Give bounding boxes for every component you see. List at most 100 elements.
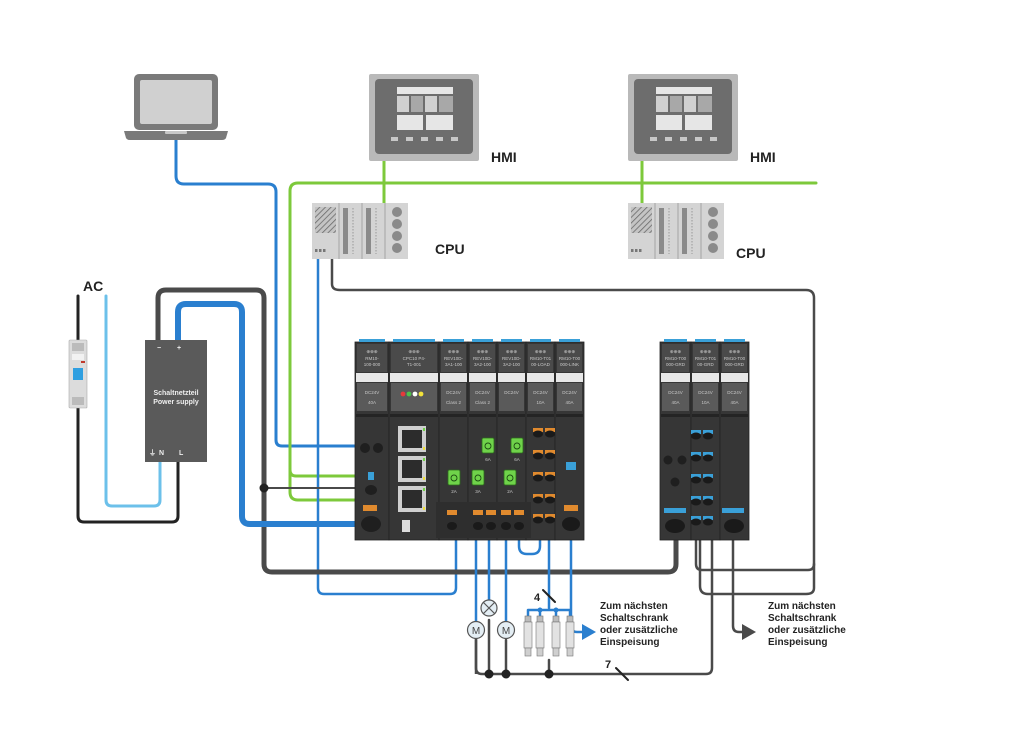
- channel-rating: 6A: [514, 457, 520, 462]
- cpu-unit-1[interactable]: [312, 203, 408, 259]
- connector: [564, 505, 578, 511]
- terminal: [514, 522, 524, 530]
- module-rating: Class 2: [446, 400, 462, 405]
- channel-power-button[interactable]: 6A: [510, 437, 524, 462]
- psu-minus-cable: [155, 287, 679, 575]
- connector: [447, 510, 457, 515]
- module-brand: ⊕⊕⊕: [408, 349, 420, 354]
- module-model: 3A1-100: [445, 362, 463, 367]
- module-rating: DC24V: [533, 390, 548, 395]
- proximity-sensor-icon[interactable]: [565, 615, 575, 657]
- module-model: REV10D-: [473, 356, 493, 361]
- module-model: 000-GRD: [725, 362, 745, 367]
- module-rating: 40A: [730, 400, 738, 405]
- bus-clip: [472, 339, 493, 342]
- cables: [76, 138, 818, 681]
- circuit-breaker[interactable]: [68, 339, 88, 409]
- lamp-icon[interactable]: [480, 599, 498, 617]
- cpu-label-2: CPU: [736, 245, 766, 261]
- channel-power-button[interactable]: 3A: [471, 469, 485, 494]
- module-model: 100-000: [364, 362, 381, 367]
- profinet-bus-cable-2: [288, 468, 422, 502]
- terminal: [691, 476, 701, 484]
- terminal: [545, 430, 555, 438]
- io-module-rack-expansion: ⊕⊕⊕RM10-T00000-GRDDC24V40A⊕⊕⊕RM10-T0100-…: [659, 339, 750, 541]
- connector: [703, 452, 713, 456]
- terminal: [691, 498, 701, 506]
- connector: [545, 514, 555, 518]
- psu-terminal-n: N: [159, 450, 164, 457]
- module-rating: DC24V: [446, 390, 461, 395]
- bus-clip: [530, 339, 551, 342]
- laptop-ethernet-cable: [174, 138, 422, 448]
- proximity-sensor-icon[interactable]: [523, 615, 533, 657]
- module-rating: 40A: [565, 400, 573, 405]
- module-model: REV10D-: [502, 356, 522, 361]
- power-supply[interactable]: − + Schaltnetzteil Power supply ⏚ N L: [145, 340, 207, 462]
- note-1-line-4: Einspeisung: [600, 637, 659, 648]
- connector: [691, 474, 701, 478]
- psu-label-line2: Power supply: [153, 399, 199, 406]
- rj45-port[interactable]: [398, 486, 426, 512]
- connector: [368, 472, 374, 480]
- bus-clip: [393, 339, 435, 342]
- module-rating: DC24V: [727, 390, 742, 395]
- channel-power-button[interactable]: 2A: [447, 469, 461, 494]
- module-model: T1-001: [407, 362, 422, 367]
- next-cabinet-note-1: Zum nächsten Schaltschrank oder zusätzli…: [600, 601, 678, 648]
- rj45-port[interactable]: [398, 426, 426, 452]
- channel-power-button[interactable]: 6A: [481, 437, 495, 462]
- laptop-icon[interactable]: [124, 74, 228, 140]
- module-model: 3A2-100: [503, 362, 521, 367]
- sensor-branch: [526, 608, 572, 620]
- hmi-label-1: HMI: [491, 149, 517, 165]
- bus-clip: [443, 339, 464, 342]
- ac-neutral-cable: [104, 294, 162, 508]
- module-model: RM10-T00: [724, 356, 746, 361]
- connector: [533, 472, 543, 476]
- module-model: RM10-T01: [695, 356, 717, 361]
- channel-power-button[interactable]: 2A: [503, 469, 517, 494]
- motor-1[interactable]: M: [466, 620, 486, 640]
- next-cabinet-note-2: Zum nächsten Schaltschrank oder zusätzli…: [768, 601, 846, 648]
- terminal: [703, 518, 713, 526]
- terminal: [703, 498, 713, 506]
- cpu-dark-cable: [330, 252, 816, 596]
- motor-2[interactable]: M: [496, 620, 516, 640]
- rj45-port[interactable]: [398, 456, 426, 482]
- module-brand: ⊕⊕⊕: [564, 349, 576, 354]
- connector: [533, 428, 543, 432]
- cpu-unit-2[interactable]: [628, 203, 724, 259]
- connector: [703, 474, 713, 478]
- proximity-sensor-icon[interactable]: [535, 615, 545, 657]
- status-led: [400, 391, 406, 397]
- connector: [691, 516, 701, 520]
- psu-terminal-minus: −: [157, 345, 161, 352]
- motor-1-label: M: [472, 626, 480, 637]
- terminal: [365, 485, 377, 495]
- module-brand: ⊕⊕⊕: [535, 349, 547, 354]
- junction-dot: [544, 669, 554, 679]
- hmi-panel-2[interactable]: [628, 74, 738, 161]
- terminal: [473, 522, 483, 530]
- bus-clip: [359, 339, 385, 342]
- module-model: RM10-T00: [665, 356, 687, 361]
- module-rating: DC24V: [504, 390, 519, 395]
- hmi-panel-1[interactable]: [369, 74, 479, 161]
- terminal: [533, 452, 543, 460]
- terminal: [545, 452, 555, 460]
- proximity-sensor-icon[interactable]: [551, 615, 561, 657]
- module-brand: ⊕⊕⊕: [729, 349, 741, 354]
- status-led: [412, 391, 418, 397]
- terminal: [703, 454, 713, 462]
- terminal: [360, 443, 370, 453]
- bus-clip: [695, 339, 716, 342]
- connector: [363, 505, 377, 511]
- terminal: [562, 517, 580, 531]
- arrow-next-cabinet-2: [742, 624, 756, 640]
- usb-port[interactable]: [402, 520, 410, 532]
